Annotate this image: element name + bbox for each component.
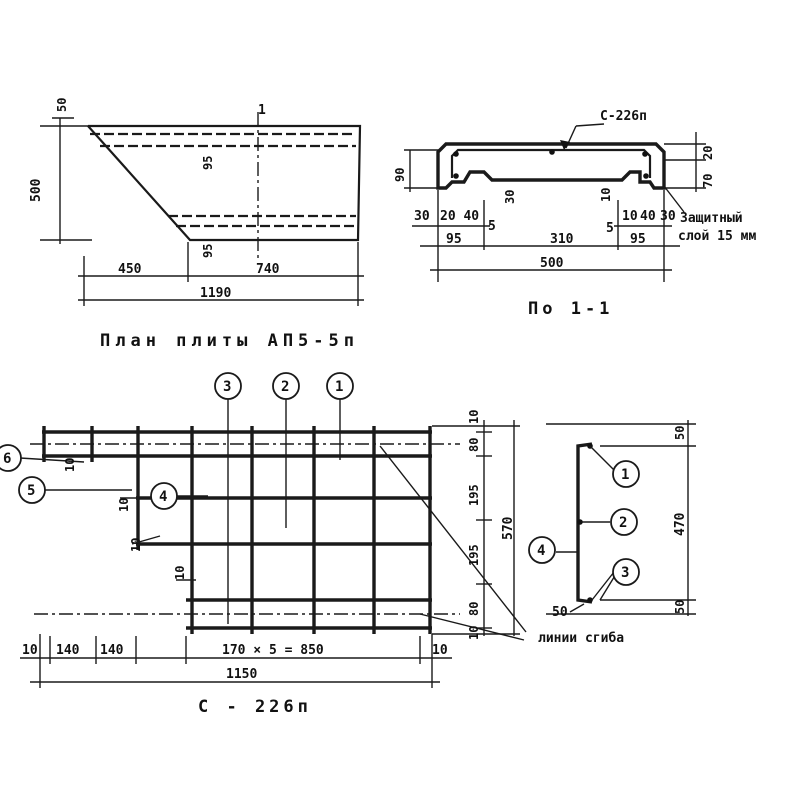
callout-4 bbox=[150, 482, 178, 510]
section-dim-500: 500 bbox=[540, 256, 564, 271]
svg-text:3: 3 bbox=[621, 565, 629, 581]
mesh-dim-b-mid: 170 × 5 = 850 bbox=[222, 643, 324, 658]
bent-callout-2 bbox=[610, 508, 638, 536]
mesh-dim-10-c: 10 bbox=[129, 538, 143, 552]
bent-dim-50-top: 50 bbox=[673, 426, 687, 440]
mesh-title: С - 226п bbox=[198, 697, 312, 717]
mesh-dim-10-a: 10 bbox=[63, 458, 77, 472]
section-dim-10-right: 10 bbox=[622, 209, 638, 224]
section-cover-label-2: слой 15 мм bbox=[678, 229, 756, 244]
mesh-dim-r10: 10 bbox=[467, 410, 481, 424]
section-dim-30-left: 30 bbox=[414, 209, 430, 224]
mesh-dim-b10-right: 10 bbox=[432, 643, 448, 658]
svg-text:3: 3 bbox=[223, 379, 231, 395]
bent-mesh-view: 1 2 4 3 50 470 50 50 bbox=[528, 420, 696, 620]
bent-callout-3 bbox=[612, 558, 640, 586]
plan-dim-95-b: 95 bbox=[201, 244, 215, 258]
mesh-dim-r80-top: 80 bbox=[467, 438, 481, 452]
plan-title: План плиты АП5-5п bbox=[100, 331, 359, 351]
mesh-dim-b140-b: 140 bbox=[100, 643, 124, 658]
section-dim-70: 70 bbox=[701, 174, 715, 188]
mesh-view: линии сгиба 3 2 1 6 5 4 10 10 10 10 bbox=[0, 372, 624, 717]
plan-dim-740: 740 bbox=[256, 262, 280, 277]
mesh-dim-b10-left: 10 bbox=[22, 643, 38, 658]
mesh-dim-b140-a: 140 bbox=[56, 643, 80, 658]
svg-text:6: 6 bbox=[3, 451, 11, 467]
svg-text:4: 4 bbox=[159, 489, 167, 505]
section-view: С-226п 90 20 70 Защитный слой 15 мм 30 1… bbox=[393, 109, 756, 319]
bent-dim-50-bot: 50 bbox=[673, 600, 687, 614]
section-dim-95-right: 95 bbox=[630, 232, 646, 247]
section-dim-20-40: 20 40 bbox=[440, 209, 479, 224]
plan-view: 1 50 500 95 95 450 740 1190 План плиты А… bbox=[29, 98, 364, 351]
plan-dim-1190: 1190 bbox=[200, 286, 231, 301]
mesh-dim-10-d: 10 bbox=[173, 566, 187, 580]
plan-dim-top: 50 bbox=[55, 98, 69, 112]
plan-outline bbox=[87, 124, 362, 242]
svg-text:4: 4 bbox=[537, 543, 545, 559]
svg-text:5: 5 bbox=[27, 483, 35, 499]
svg-text:1: 1 bbox=[621, 467, 629, 483]
section-dim-310: 310 bbox=[550, 232, 574, 247]
section-outline bbox=[436, 142, 666, 190]
section-title: По 1-1 bbox=[528, 299, 613, 319]
plan-dim-95-a: 95 bbox=[201, 156, 215, 170]
mesh-dim-r80-bot: 80 bbox=[467, 602, 481, 616]
section-dim-20: 20 bbox=[701, 146, 715, 160]
mesh-dim-570: 570 bbox=[501, 516, 516, 540]
plan-dim-height: 500 bbox=[29, 178, 44, 202]
section-cover-label-1: Защитный bbox=[680, 211, 743, 226]
callout-5 bbox=[18, 476, 46, 504]
mesh-dim-r195-a: 195 bbox=[467, 484, 481, 506]
section-dim-40-right: 40 bbox=[640, 209, 656, 224]
callout-6 bbox=[0, 444, 22, 472]
callout-2 bbox=[272, 372, 300, 400]
callout-3 bbox=[214, 372, 242, 400]
svg-text:1: 1 bbox=[335, 379, 343, 395]
bent-callout-4 bbox=[528, 536, 556, 564]
section-dim-90: 90 bbox=[393, 168, 407, 182]
bent-callout-1 bbox=[612, 460, 640, 488]
plan-dim-450: 450 bbox=[118, 262, 142, 277]
mesh-dim-r10-bot: 10 bbox=[467, 626, 481, 640]
section-dim-10-mid: 10 bbox=[599, 188, 613, 202]
section-dim-30-right: 30 bbox=[660, 209, 676, 224]
bent-dim-50-label: 50 bbox=[552, 605, 568, 620]
mesh-dim-1150: 1150 bbox=[226, 667, 257, 682]
section-dim-5-right: 5 bbox=[606, 221, 614, 236]
svg-text:2: 2 bbox=[619, 515, 627, 531]
svg-text:2: 2 bbox=[281, 379, 289, 395]
bent-dim-470: 470 bbox=[673, 512, 688, 536]
mesh-dim-r195-b: 195 bbox=[467, 544, 481, 566]
section-dim-5-left: 5 bbox=[488, 219, 496, 234]
callout-1 bbox=[326, 372, 354, 400]
mesh-bend-label: линии сгиба bbox=[538, 631, 624, 646]
section-dim-95-left: 95 bbox=[446, 232, 462, 247]
section-mark: 1 bbox=[258, 103, 266, 118]
mesh-dim-10-b: 10 bbox=[117, 498, 131, 512]
section-mesh-label: С-226п bbox=[600, 109, 647, 124]
section-dim-30-mid: 30 bbox=[503, 190, 517, 204]
